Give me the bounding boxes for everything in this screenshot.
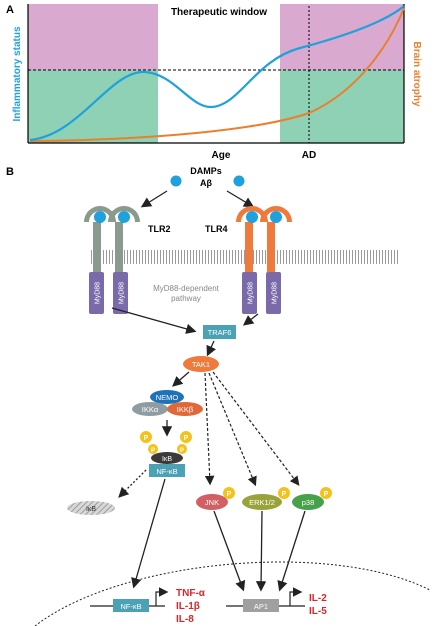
- arrow-traf6-tak1: [206, 340, 216, 357]
- degraded-ikb-label: IκB: [86, 506, 96, 513]
- arrow-tak1-ikk: [172, 371, 190, 387]
- p-ikb-right: P: [180, 431, 192, 443]
- tss-arrow-left: [155, 587, 169, 606]
- svg-text:P: P: [227, 491, 232, 498]
- svg-text:P: P: [184, 435, 189, 442]
- p-p38: P: [320, 487, 332, 499]
- arrow-tlr4-traf6: [242, 313, 259, 326]
- ligand-dot-left: [170, 175, 182, 187]
- cytokine-il1b: IL-1β: [176, 601, 200, 612]
- tak1-ellipse: [183, 356, 219, 372]
- p-erk: P: [278, 487, 290, 499]
- ap1-gene-box: [243, 599, 279, 612]
- inflammatory-curve: [29, 5, 405, 142]
- tlr2-receptor: [84, 206, 140, 272]
- nemo-label: NEMO: [156, 393, 179, 402]
- svg-text:MyD88: MyD88: [272, 282, 279, 304]
- nemo-ellipse: [150, 390, 184, 404]
- p-jnk: P: [223, 487, 235, 499]
- ikb-label: IκB: [162, 456, 172, 463]
- ap1-gene-label: AP1: [254, 602, 268, 611]
- region-pink-right: [280, 4, 404, 70]
- myd88-pathway-label-1: MyD88-dependent: [153, 284, 220, 293]
- jnk-label: JNK: [205, 498, 219, 507]
- svg-text:P: P: [151, 448, 155, 454]
- p-ikb-left: P: [140, 431, 152, 443]
- svg-text:MyD88: MyD88: [119, 282, 126, 304]
- myd88-pathway-label-2: pathway: [171, 294, 201, 303]
- damps-label: DAMPs: [190, 166, 222, 176]
- svg-text:MyD88: MyD88: [248, 282, 255, 304]
- arrow-tak1-jnk: [204, 372, 215, 486]
- ikb-ellipse: [151, 452, 183, 464]
- arrow-tak1-p38: [212, 371, 300, 486]
- nfkb-box: [149, 464, 185, 477]
- cytokine-il2: IL-2: [309, 593, 327, 604]
- arrow-tak1-erk: [208, 372, 257, 487]
- arrow-tlr2-traf6: [111, 307, 197, 334]
- svg-text:MyD88: MyD88: [95, 282, 102, 304]
- nfkb-gene-label: NF-κB: [120, 602, 141, 611]
- region-green-right: [280, 70, 404, 143]
- p-ikb-mid-right: P: [177, 444, 187, 454]
- region-green-left: [28, 70, 158, 143]
- svg-text:P: P: [282, 491, 287, 498]
- myd88-tlr2-b: MyD88: [113, 272, 128, 314]
- cytokine-il8: IL-8: [176, 614, 194, 625]
- ikkb-ellipse: [167, 402, 203, 416]
- arrow-p38-ap1: [277, 510, 306, 592]
- abeta-label: Aβ: [200, 178, 212, 188]
- tak1-label: TAK1: [192, 360, 210, 369]
- ligand-dot-right: [233, 175, 245, 187]
- myd88-tlr4-b: MyD88: [266, 272, 281, 314]
- jnk-ellipse: [196, 494, 228, 510]
- arrow-erk-ap1: [255, 510, 267, 592]
- age-label: Age: [212, 150, 231, 161]
- arrow-to-tlr2: [140, 190, 168, 208]
- arrow-nfkb-gene: [131, 478, 166, 589]
- panel-a-plot: Therapeutic window: [27, 4, 405, 144]
- myd88-tlr2-a: MyD88: [89, 272, 104, 314]
- p-ikb-mid-left: P: [148, 444, 158, 454]
- nfkb-gene-box: [113, 599, 149, 612]
- brain-atrophy-label: Brain atrophy: [411, 41, 422, 106]
- myd88-tlr4-a: MyD88: [242, 272, 257, 314]
- nfkb-label: NF-κB: [156, 467, 177, 476]
- ikka-label: IKKα: [142, 405, 159, 414]
- p38-ellipse: [292, 494, 324, 510]
- erk-ellipse: [242, 494, 282, 510]
- p38-label: p38: [302, 498, 315, 507]
- tlr4-label: TLR4: [205, 224, 228, 234]
- tlr2-label: TLR2: [148, 224, 171, 234]
- ikka-ellipse: [132, 402, 168, 416]
- svg-text:P: P: [324, 491, 329, 498]
- nuclear-membrane: [34, 561, 431, 626]
- arrow-to-tlr4: [226, 190, 255, 208]
- therapeutic-window-label: Therapeutic window: [171, 7, 267, 18]
- traf6-label: TRAF6: [208, 328, 232, 337]
- ad-label: AD: [302, 150, 316, 161]
- arrow-jnk-ap1: [213, 510, 246, 592]
- tlr4-receptor: [236, 206, 292, 272]
- brain-atrophy-curve: [29, 7, 405, 142]
- arrow-ikb-degraded: [118, 469, 147, 498]
- panel-a-letter: A: [6, 4, 14, 16]
- inflammatory-status-label: Inflammatory status: [12, 26, 23, 121]
- cytokine-tnfa: TNF-α: [176, 588, 206, 599]
- svg-text:P: P: [180, 448, 184, 454]
- cytokine-il5: IL-5: [309, 606, 327, 617]
- degraded-ikb: [67, 501, 115, 515]
- erk-label: ERK1/2: [249, 498, 275, 507]
- svg-text:P: P: [144, 435, 149, 442]
- region-pink-left: [28, 4, 158, 70]
- traf6-box: [203, 325, 236, 339]
- tss-arrow-right: [289, 587, 303, 606]
- ikkb-label: IKKβ: [177, 405, 194, 414]
- panel-b-letter: B: [6, 166, 14, 178]
